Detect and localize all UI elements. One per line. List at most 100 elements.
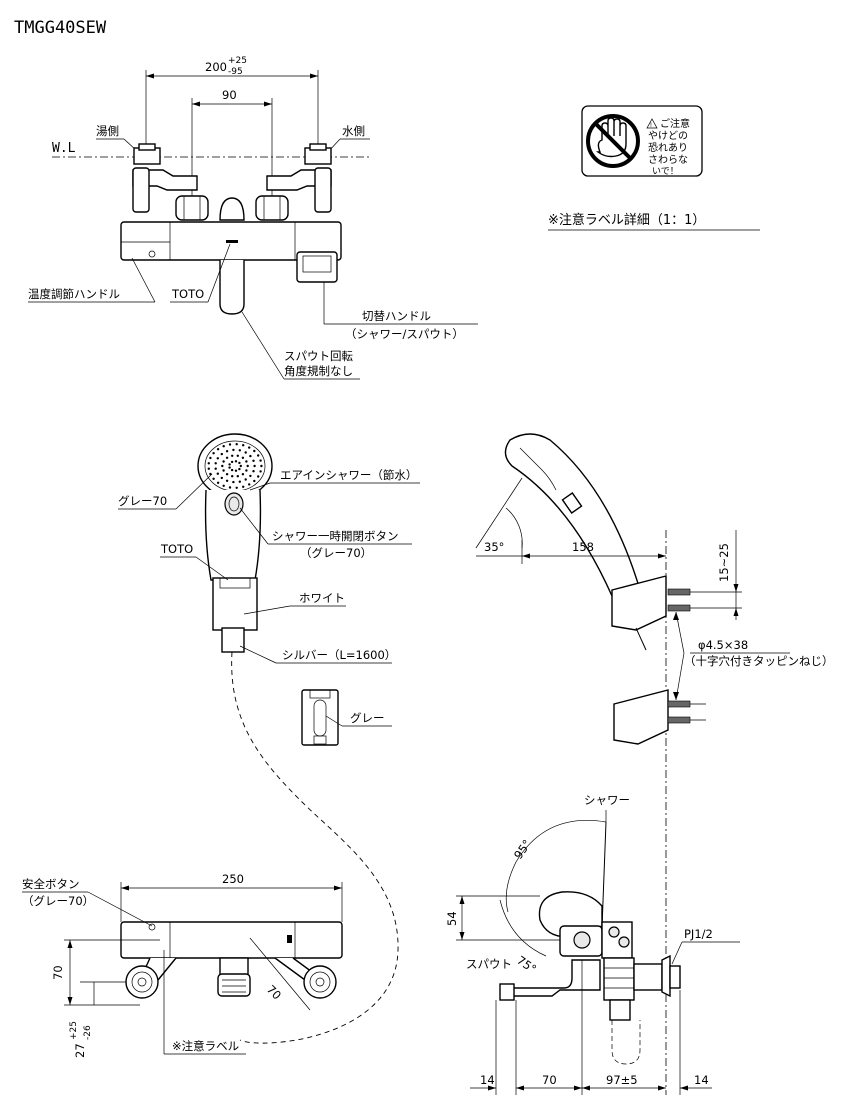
stop-button-sub: （グレー70） bbox=[300, 546, 372, 560]
nozzle-dot bbox=[220, 452, 223, 456]
nozzle-dot bbox=[253, 479, 256, 483]
dim-70-left: 70 bbox=[51, 965, 65, 980]
dim-bottom-14a: 14 bbox=[480, 1073, 495, 1087]
screw-sub: （十字穴付きタッピンねじ） bbox=[684, 654, 834, 668]
nozzle-dot bbox=[241, 473, 245, 476]
hose-path bbox=[231, 651, 399, 1044]
dim-200-minus: -95 bbox=[228, 67, 243, 77]
spout-rotation-label-1: スパウト回転 bbox=[284, 349, 353, 363]
nozzle-dot bbox=[207, 462, 210, 465]
nozzle-dot bbox=[221, 464, 224, 468]
nozzle-dot bbox=[216, 448, 220, 451]
nozzle-dot bbox=[252, 459, 255, 462]
switch-handle-label: 切替ハンドル bbox=[362, 309, 431, 323]
caution-label-detail: ! ご注意 やけどの 恐れあり さわらな いで！ ※注意ラベル詳細（1：1） bbox=[548, 105, 760, 231]
safety-button-label: 安全ボタン bbox=[22, 877, 80, 891]
dim-bottom-70: 70 bbox=[542, 1073, 557, 1087]
nozzle-dot bbox=[248, 483, 251, 486]
nozzle-dot bbox=[225, 450, 229, 453]
temp-handle-label: 温度調節ハンドル bbox=[28, 287, 120, 301]
nozzle-dot bbox=[228, 463, 231, 466]
gray-label: グレー bbox=[350, 711, 385, 725]
dim-bottom-14b: 14 bbox=[694, 1073, 709, 1087]
warning-icon bbox=[646, 118, 658, 129]
nozzle-dot bbox=[209, 456, 212, 460]
svg-text:やけどの: やけどの bbox=[648, 130, 688, 142]
nozzle-dot bbox=[216, 481, 220, 484]
silver-hose-label: シルバー（L=1600） bbox=[282, 648, 396, 662]
nozzle-dot bbox=[225, 479, 229, 482]
svg-text:!: ! bbox=[650, 122, 652, 129]
nozzle-dot bbox=[248, 446, 251, 449]
caution-title: ご注意 bbox=[660, 117, 690, 130]
nozzle-dot bbox=[231, 454, 234, 457]
caution-label-marker: ※注意ラベル bbox=[172, 1039, 239, 1053]
switch-handle-sub: （シャワー/スパウト） bbox=[345, 327, 464, 341]
nozzle-dot bbox=[259, 470, 262, 473]
dim-54: 54 bbox=[445, 911, 459, 926]
dim-200-plus: +25 bbox=[228, 56, 247, 66]
nozzle-dot bbox=[230, 468, 234, 472]
faucet-front-view: W.L 200 +25 -95 90 湯側 水側 bbox=[28, 56, 478, 380]
nozzle-dot bbox=[214, 462, 217, 465]
nozzle-dot bbox=[235, 443, 238, 446]
dim-158: 158 bbox=[572, 540, 594, 554]
nozzle-dot bbox=[239, 464, 242, 468]
shower-label: シャワー bbox=[584, 793, 630, 807]
toto-top-label: TOTO bbox=[171, 287, 204, 301]
dim-70-diag: 70 bbox=[264, 982, 284, 1002]
nozzle-dot bbox=[236, 454, 239, 457]
nozzle-dot bbox=[232, 448, 235, 452]
nozzle-dot bbox=[246, 464, 249, 468]
nozzle-dot bbox=[222, 445, 225, 448]
nozzle-dot bbox=[228, 466, 231, 469]
dim-35: 35° bbox=[484, 540, 504, 554]
air-in-shower-label: エアインシャワー（節水） bbox=[280, 468, 417, 482]
nozzle-dot bbox=[207, 467, 210, 470]
hot-side-label: 湯側 bbox=[96, 124, 119, 138]
pj-label: PJ1/2 bbox=[684, 927, 713, 941]
nozzle-dot bbox=[214, 467, 217, 470]
shower-side-view: 35° 158 15~25 φ4.5×38 （十字穴付きタッピンねじ） bbox=[475, 433, 834, 1095]
svg-text:恐れあり: 恐れあり bbox=[648, 142, 688, 154]
dim-bottom-97: 97±5 bbox=[606, 1073, 638, 1087]
dim-15-25: 15~25 bbox=[717, 543, 731, 582]
white-label: ホワイト bbox=[299, 591, 345, 605]
dim-200: 200 bbox=[205, 60, 227, 74]
dim-27: 27 bbox=[73, 1043, 87, 1058]
dim-90: 90 bbox=[222, 88, 237, 102]
nozzle-dot bbox=[245, 460, 248, 463]
nozzle-dot bbox=[257, 475, 260, 478]
nozzle-dot bbox=[234, 469, 238, 472]
faucet-side-view: シャワー 95° 75° 54 スパウト PJ1/2 bbox=[445, 793, 740, 1095]
caution-label-detail-title: ※注意ラベル詳細（1：1） bbox=[548, 212, 705, 228]
dim-250: 250 bbox=[222, 872, 244, 886]
model-number: TMGG40SEW bbox=[14, 18, 107, 38]
dim-27-minus: -26 bbox=[83, 1025, 93, 1040]
cold-side-label: 水側 bbox=[342, 124, 365, 138]
nozzle-dot bbox=[257, 454, 260, 457]
nozzle-dot bbox=[231, 475, 234, 478]
shower-head-front-view: エアインシャワー（節水） グレー 70 シャワー一時開閉ボタン （グレー70） T… bbox=[118, 433, 420, 1044]
wl-label: W.L bbox=[52, 141, 76, 156]
holder-detail: グレー bbox=[301, 689, 392, 746]
nozzle-dot bbox=[244, 451, 247, 454]
nozzle-dot bbox=[260, 464, 263, 468]
nozzle-dot bbox=[220, 476, 223, 480]
toto-head-label: TOTO bbox=[160, 542, 193, 556]
spout-label: スパウト bbox=[466, 957, 512, 971]
nozzle-dot bbox=[225, 456, 229, 459]
screw-label: φ4.5×38 bbox=[698, 638, 748, 652]
dim-95: 95° bbox=[511, 837, 534, 862]
nozzle-dot bbox=[236, 475, 239, 478]
nozzle-dot bbox=[234, 460, 238, 463]
safety-button-sub: （グレー70） bbox=[22, 894, 94, 908]
svg-text:いで！: いで！ bbox=[652, 166, 679, 177]
nozzle-dot bbox=[222, 460, 225, 463]
nozzle-dot bbox=[222, 484, 225, 487]
nozzle-dot bbox=[212, 452, 215, 455]
nozzle-dot bbox=[238, 480, 241, 483]
stop-button-label: シャワー一時開閉ボタン bbox=[272, 529, 399, 543]
nozzle-dot bbox=[253, 464, 256, 468]
